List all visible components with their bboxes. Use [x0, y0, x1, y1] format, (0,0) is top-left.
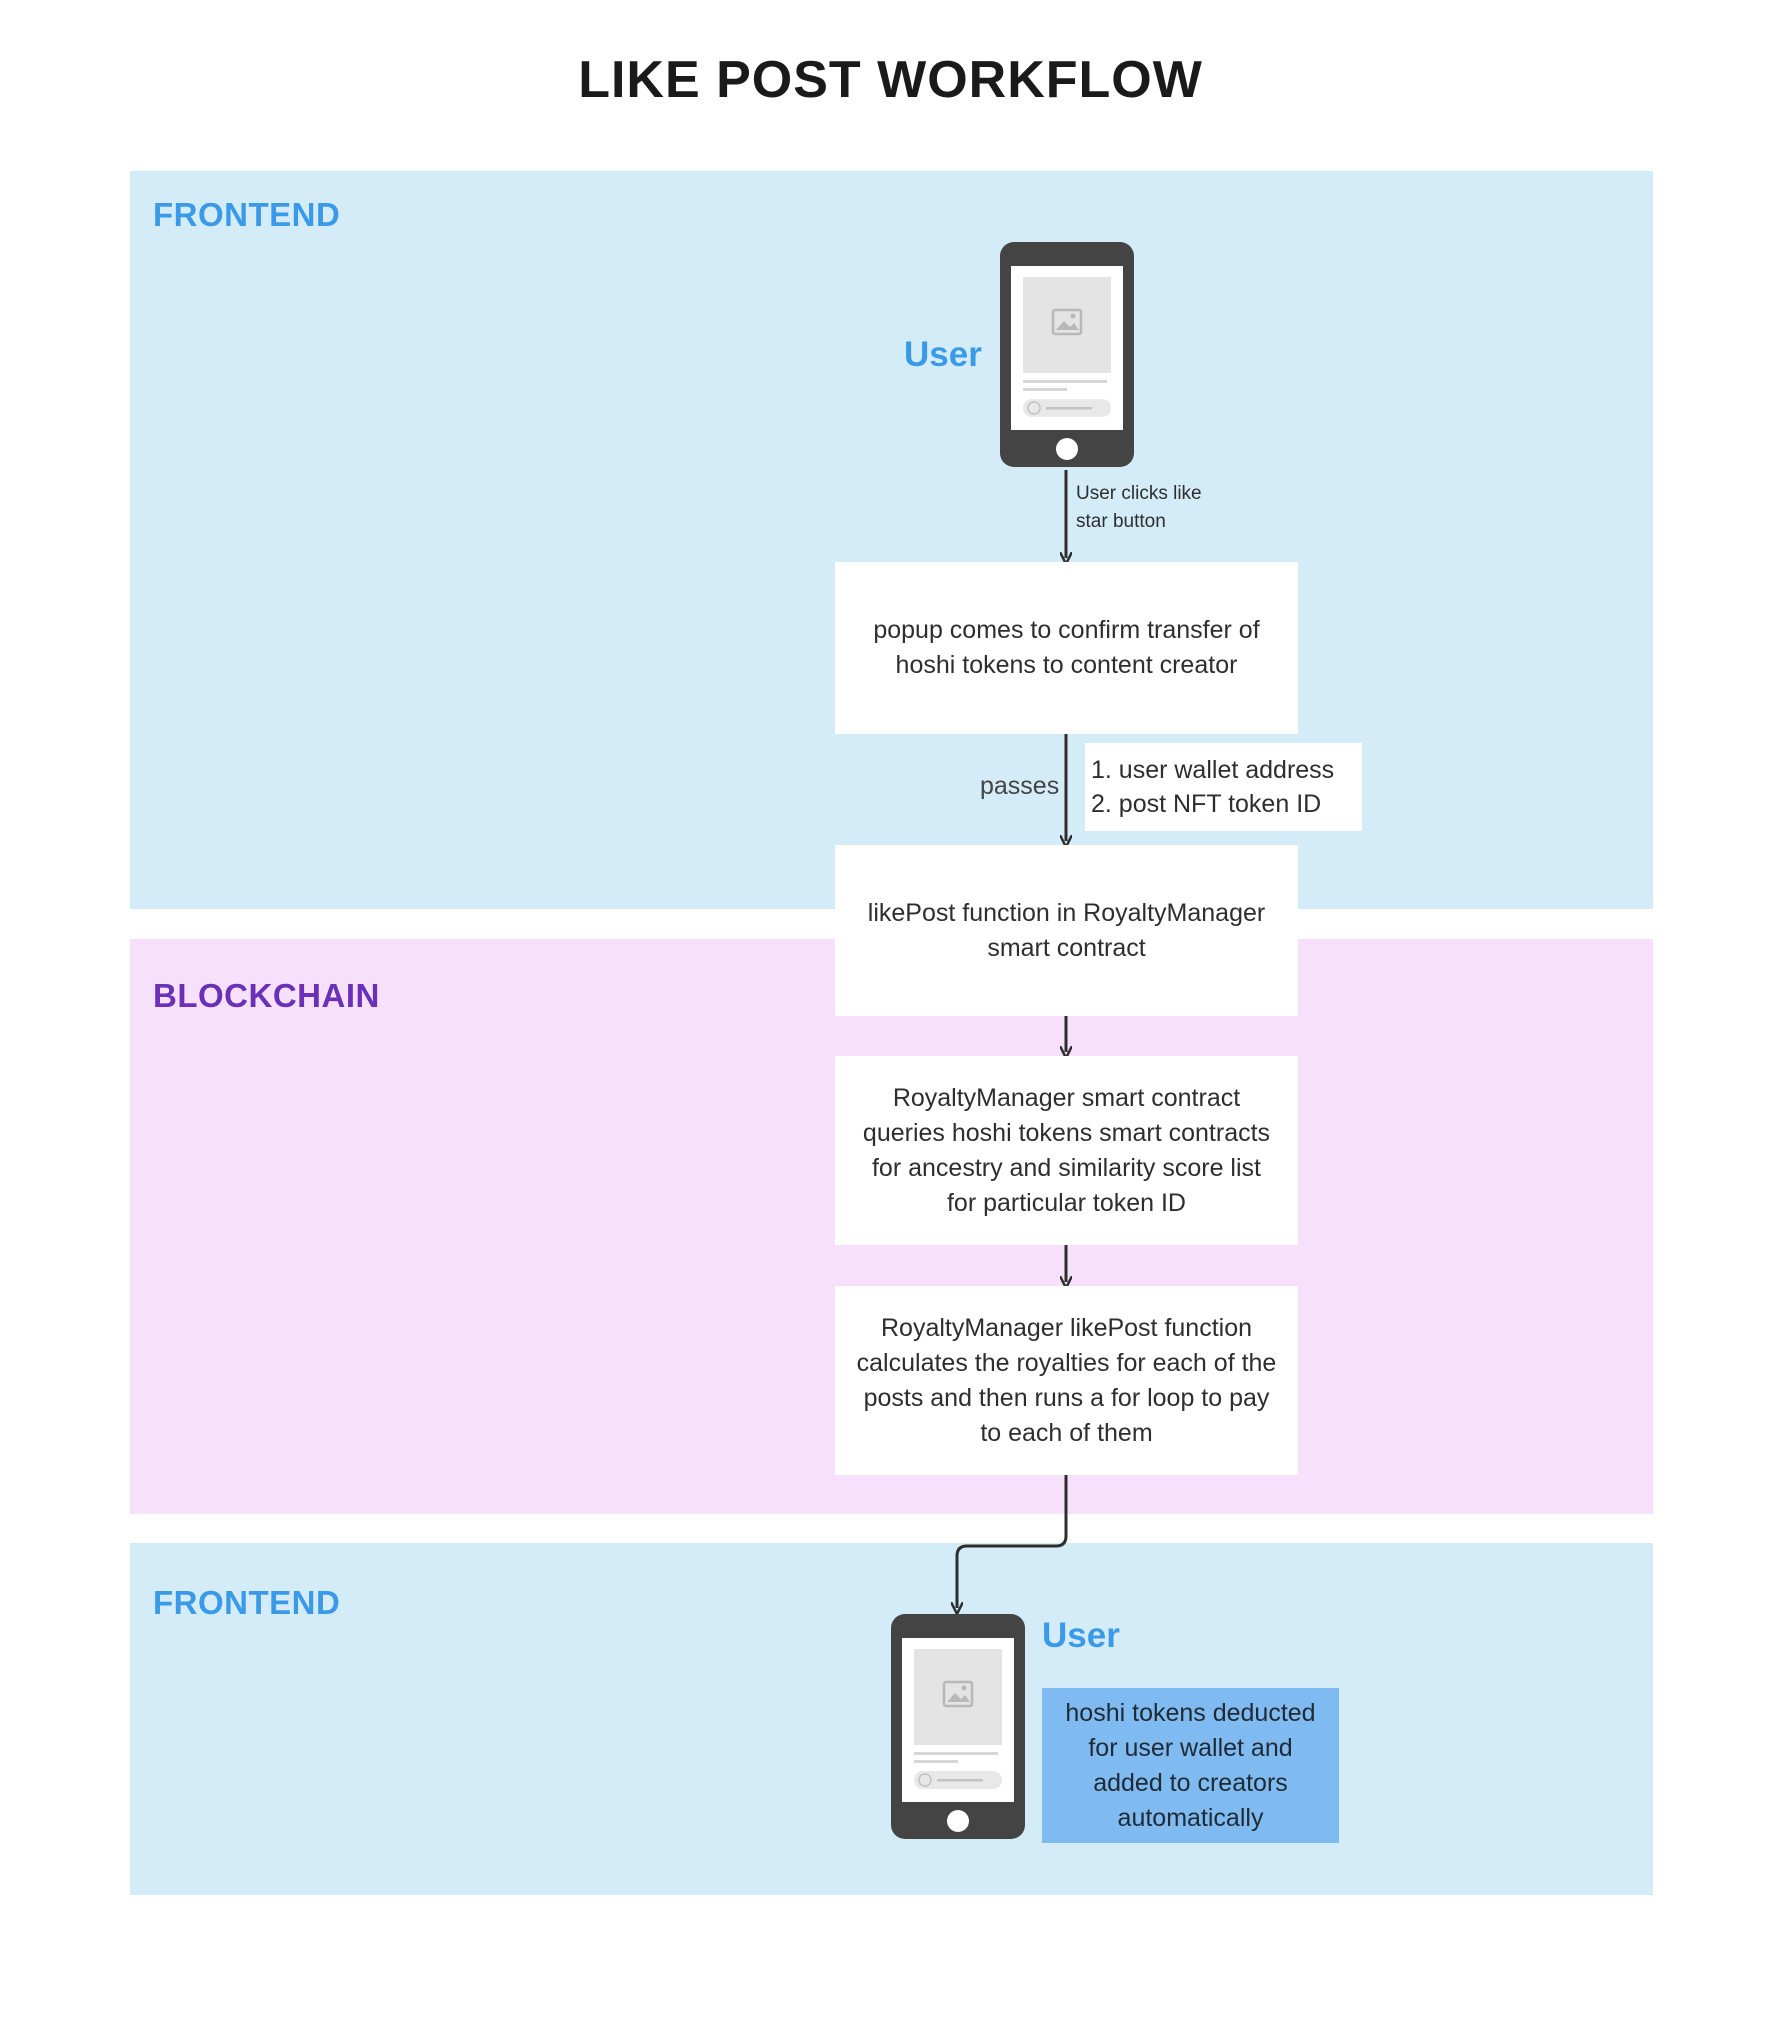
edge-label-passes: passes	[980, 772, 1060, 800]
phone-icon	[1000, 242, 1134, 467]
actor-user-bottom: User	[1042, 1616, 1120, 1655]
image-placeholder-icon	[1051, 308, 1083, 336]
music-note-icon	[918, 1773, 932, 1787]
arrow-icon	[957, 1475, 1068, 1608]
lane-label-frontend-bottom: FRONTEND	[153, 1584, 341, 1621]
image-placeholder-icon	[942, 1680, 974, 1708]
lane-label-blockchain: BLOCKCHAIN	[153, 977, 380, 1014]
passed-params: 1. user wallet address 2. post NFT token…	[1085, 743, 1362, 831]
edge-label-click: User clicks like star button	[1076, 483, 1202, 532]
music-note-icon	[1027, 401, 1041, 415]
actor-user-top: User	[904, 335, 982, 374]
lane-frontend-top	[130, 171, 1653, 909]
phone-icon	[891, 1614, 1025, 1839]
diagram-title: LIKE POST WORKFLOW	[578, 51, 1203, 109]
lane-label-frontend-top: FRONTEND	[153, 196, 341, 233]
